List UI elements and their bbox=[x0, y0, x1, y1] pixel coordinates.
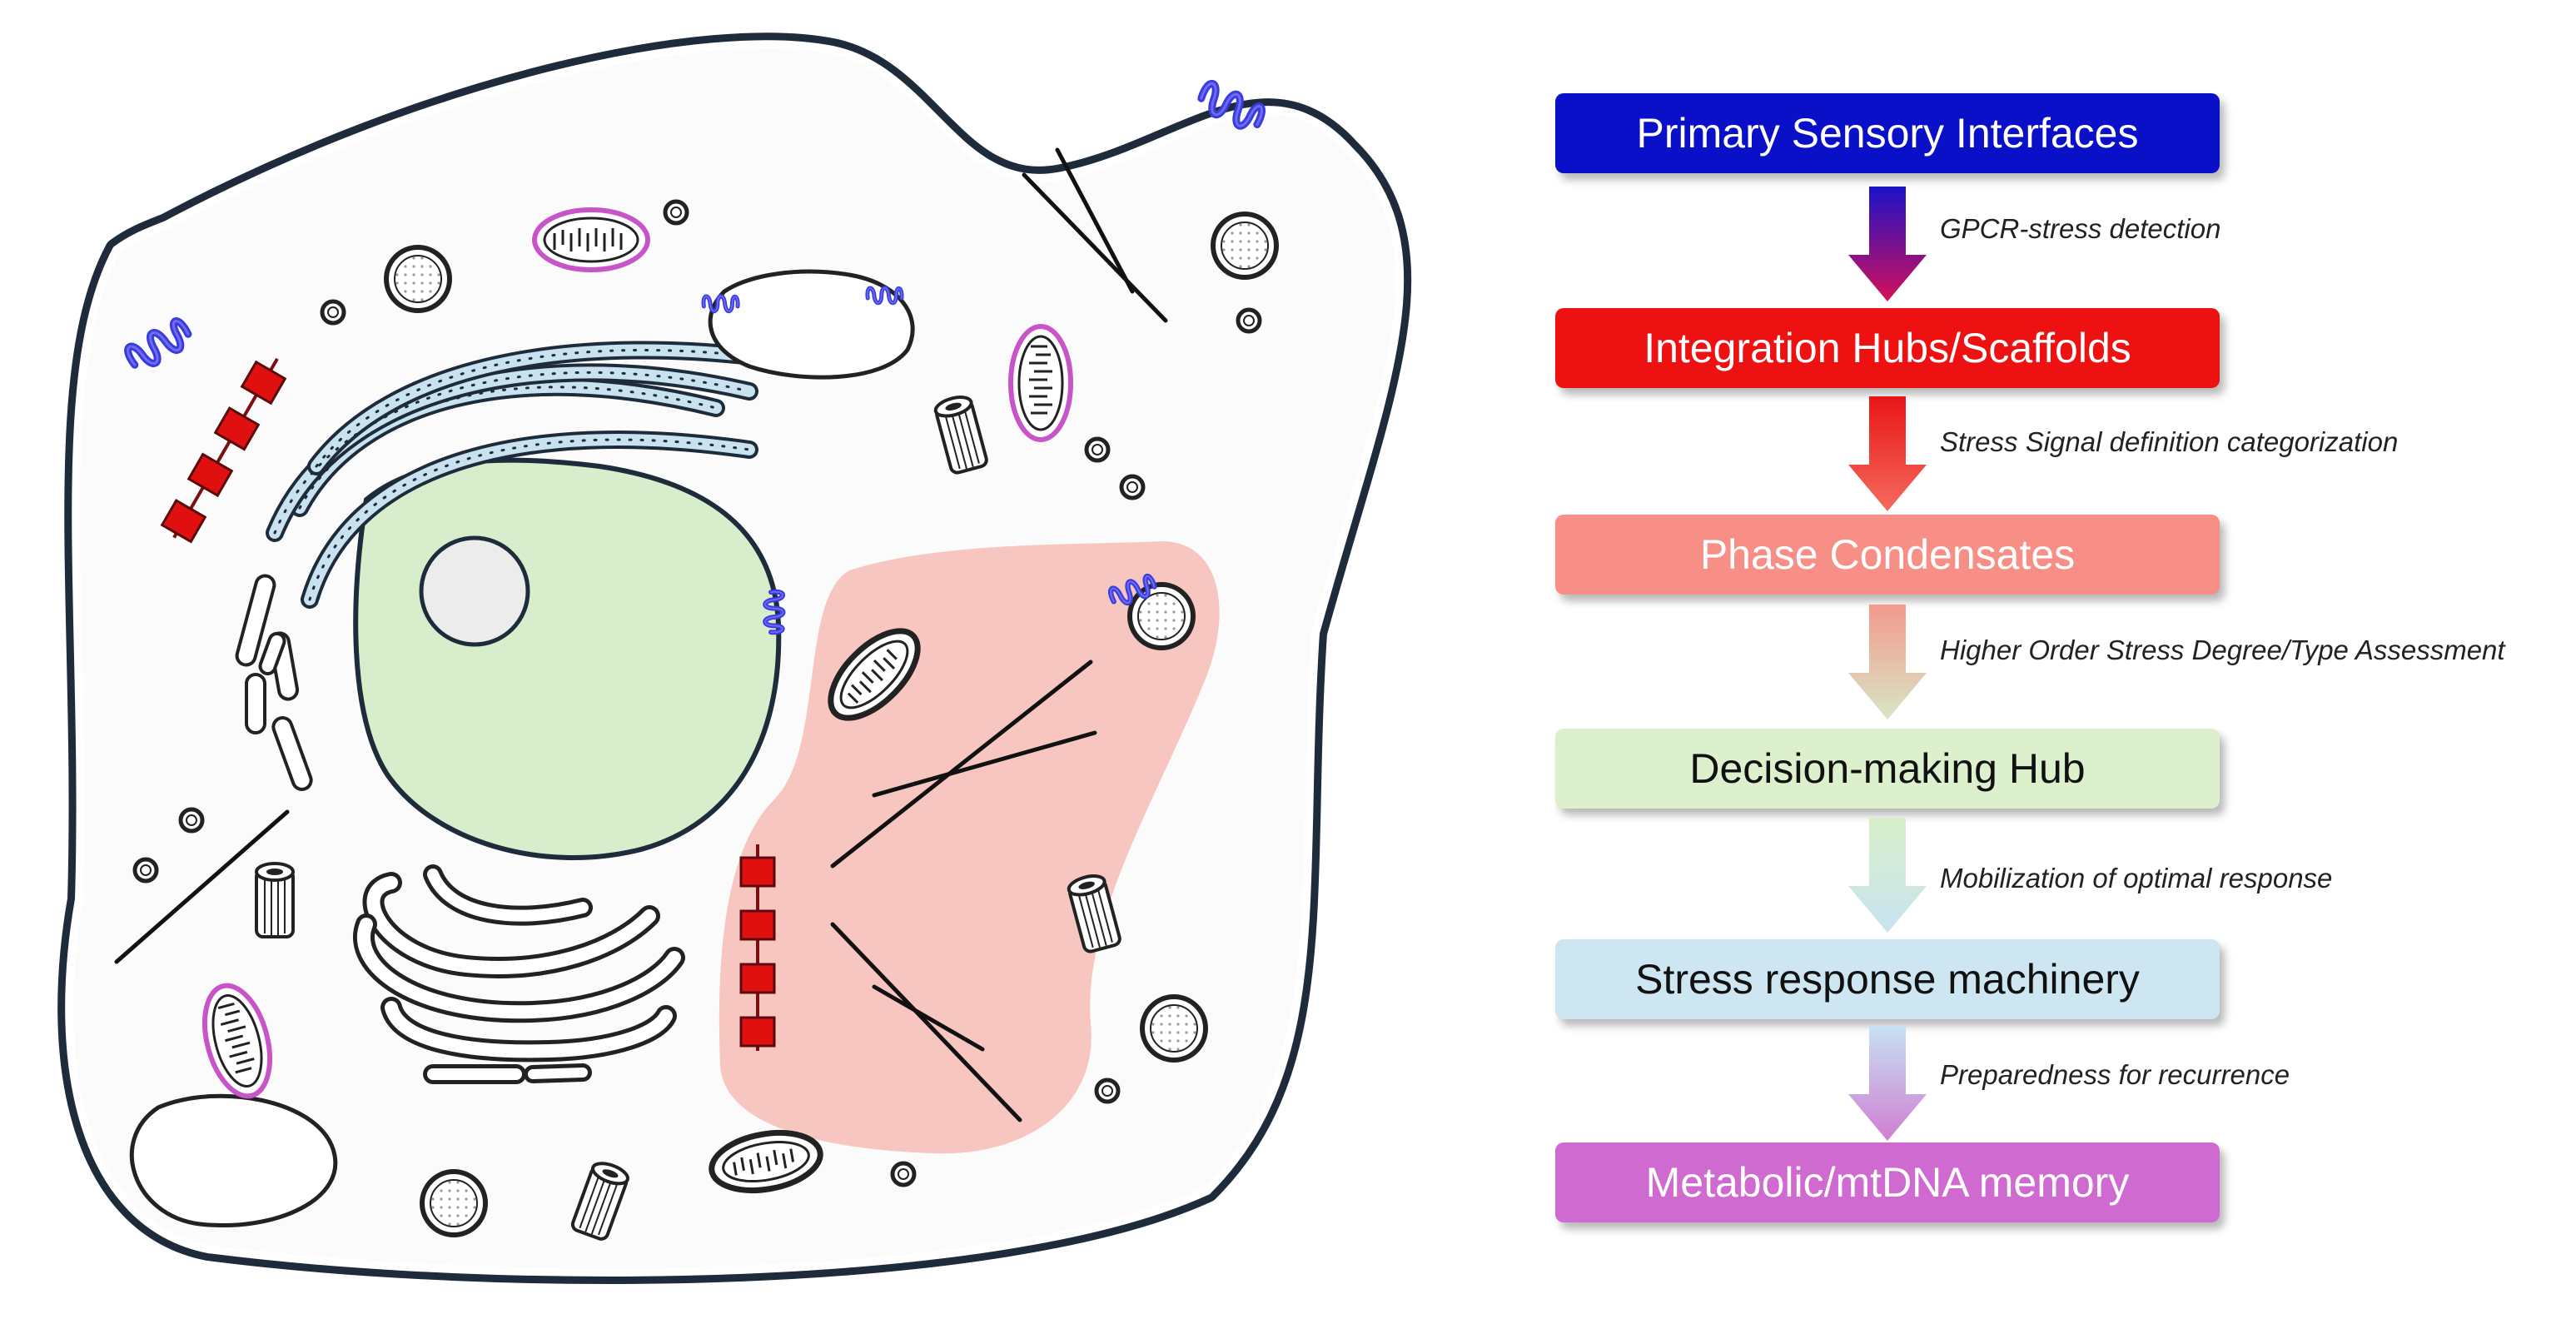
smooth-er bbox=[235, 574, 313, 791]
arrow-down-icon bbox=[1847, 605, 1928, 738]
transition-label: GPCR-stress detection bbox=[1940, 213, 2221, 244]
transition-label: Higher Order Stress Degree/Type Assessme… bbox=[1940, 635, 2505, 665]
vacuole bbox=[129, 1093, 338, 1227]
vacuole bbox=[708, 269, 915, 380]
step-decision-making-hub: Decision-making Hub bbox=[1555, 729, 2220, 809]
step-label: Phase Condensates bbox=[1699, 531, 2076, 578]
cell-illustration bbox=[57, 32, 1412, 1284]
cytoskeleton bbox=[114, 147, 1168, 1122]
step-label: Integration Hubs/Scaffolds bbox=[1644, 325, 2131, 371]
step-label: Stress response machinery bbox=[1635, 956, 2140, 1003]
arrow-down-icon bbox=[1847, 1026, 1928, 1159]
nucleus bbox=[353, 457, 782, 860]
transition-label: Stress Signal definition categorization bbox=[1940, 426, 2399, 457]
transition-label: Preparedness for recurrence bbox=[1940, 1059, 2290, 1090]
transition-label: Mobilization of optimal response bbox=[1940, 863, 2333, 893]
step-phase-condensates: Phase Condensates bbox=[1555, 515, 2220, 595]
step-stress-response-machinery: Stress response machinery bbox=[1555, 939, 2220, 1019]
step-primary-sensory-interfaces: Primary Sensory Interfaces bbox=[1555, 93, 2220, 173]
arrow-down-icon bbox=[1847, 396, 1928, 530]
step-label: Primary Sensory Interfaces bbox=[1636, 110, 2139, 157]
nucleolus bbox=[419, 535, 530, 647]
arrow-down-icon bbox=[1847, 818, 1928, 951]
step-label: Decision-making Hub bbox=[1689, 745, 2086, 792]
step-integration-hubs: Integration Hubs/Scaffolds bbox=[1555, 308, 2220, 388]
rough-er bbox=[266, 341, 775, 609]
golgi-apparatus bbox=[353, 864, 685, 1084]
arrow-down-icon bbox=[1847, 187, 1928, 320]
step-label: Metabolic/mtDNA memory bbox=[1645, 1159, 2130, 1206]
step-metabolic-memory: Metabolic/mtDNA memory bbox=[1555, 1142, 2220, 1222]
